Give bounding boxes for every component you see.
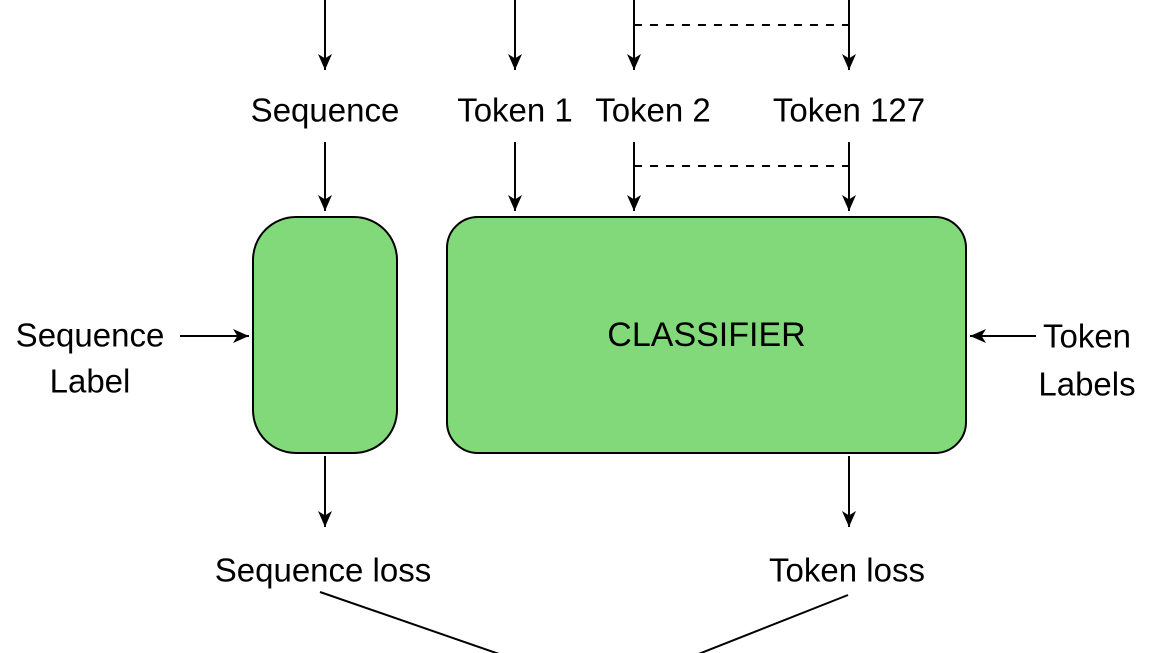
sequence-label-text-line1: Sequence [15, 316, 165, 354]
token127-input-label: Token 127 [772, 91, 926, 129]
classifier-box: CLASSIFIER [446, 216, 967, 454]
sequence-loss-converge-line [319, 591, 500, 653]
sequence-label-text-line2: Label [49, 362, 131, 400]
sequence-input-label: Sequence [250, 91, 400, 129]
token1-input-label: Token 1 [457, 91, 573, 129]
token-loss-converge-line [698, 594, 849, 653]
classifier-box-label: CLASSIFIER [607, 315, 806, 354]
token-labels-text-line2: Labels [1038, 365, 1136, 403]
sequence-loss-label: Sequence loss [214, 551, 432, 589]
sequence-classifier-box [252, 216, 398, 454]
token-labels-text-line1: Token [1042, 317, 1132, 355]
token-loss-label: Token loss [769, 551, 925, 589]
token2-input-label: Token 2 [595, 91, 711, 129]
